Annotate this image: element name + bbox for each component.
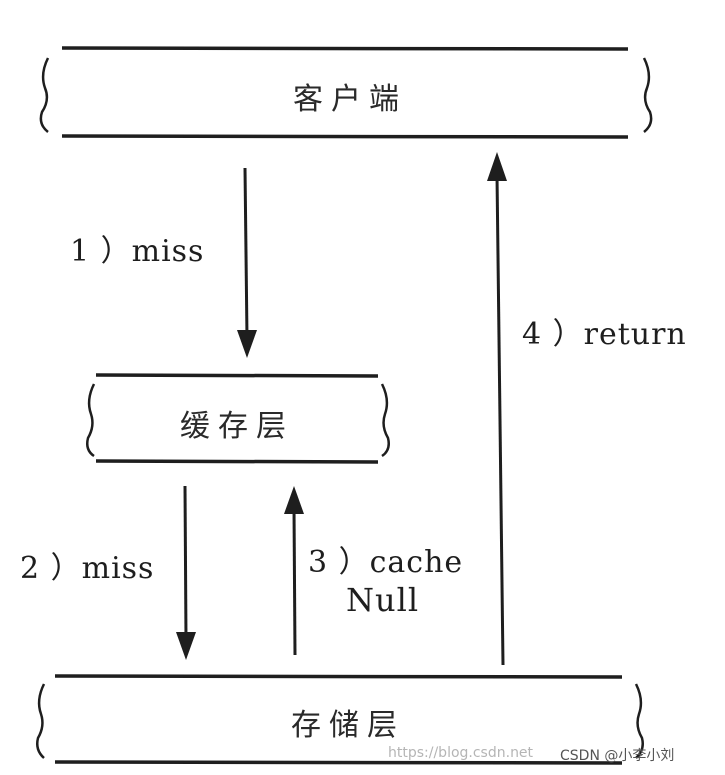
arrow-3-cache-null [284,486,304,656]
step-3-label-line1: 3 ）cache [308,545,464,580]
cache-box [86,373,390,464]
step-4-label: 4 ）return [522,317,687,352]
client-label: 客户端 [293,82,407,117]
step-1-label: 1 ）miss [70,234,205,269]
arrow-1-miss [237,167,257,358]
watermark-credit: CSDN @小李小刘 [560,748,675,764]
storage-label: 存储层 [291,708,405,743]
client-box [39,46,653,139]
watermark-url: https://blog.csdn.net [388,745,534,761]
storage-box [36,674,644,765]
step-2-label: 2 ）miss [20,551,155,586]
step-3-label-line2: Null [346,581,420,619]
arrow-2-miss [176,485,196,660]
arrow-4-return [487,152,507,666]
cache-label: 缓存层 [180,409,294,444]
